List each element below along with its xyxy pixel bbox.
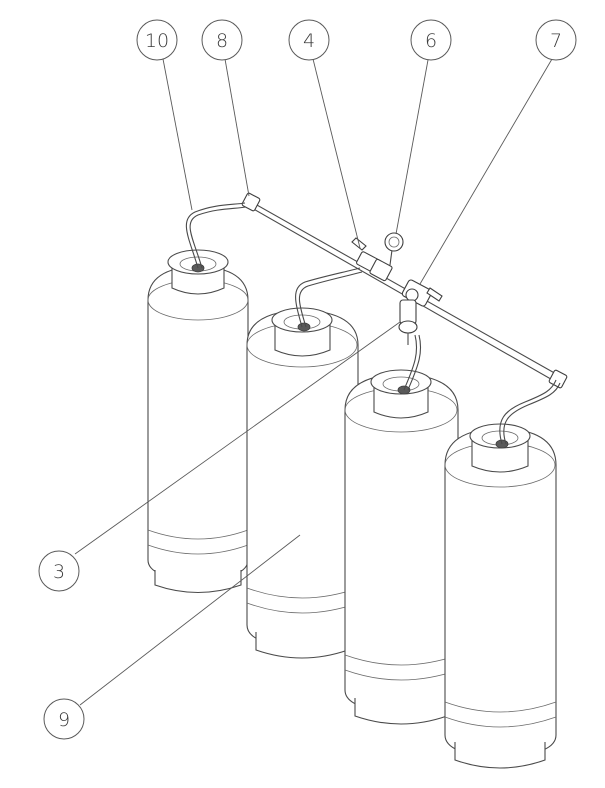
callout-3-label: 3 [53,561,65,583]
callout-8-label: 8 [216,30,228,52]
callout-4-circle [288,19,330,61]
leader-4 [312,58,361,249]
leader-7 [419,58,553,285]
callout-6-label: 6 [425,30,437,52]
callout-9-circle [43,698,85,740]
keg-1 [147,249,249,594]
leader-3 [74,321,401,555]
keg-4 [444,423,557,769]
gas-hose-2 [295,267,361,328]
gas-hose-4 [499,379,557,445]
callout-9: 9 [43,698,85,740]
leader-lines [74,58,553,706]
callout-10-circle [136,19,178,61]
callout-6-circle [410,19,452,61]
gas-hose-1 [185,202,246,269]
leader-9 [79,534,301,706]
callout-8: 8 [201,19,243,61]
callout-4: 4 [288,19,330,61]
leader-6 [395,59,429,235]
callout-3-circle [38,550,80,592]
callout-4-label: 4 [303,30,315,52]
callout-8-circle [201,19,243,61]
leader-8 [224,58,250,197]
callout-7-circle [535,19,577,61]
callout-7: 7 [535,19,577,61]
keg-2 [246,307,359,659]
callout-10-label: 10 [145,30,169,52]
callout-3: 3 [38,550,80,592]
callout-7-label: 7 [550,30,562,52]
callout-10: 10 [136,19,178,61]
regulator-assembly [351,232,443,345]
manifold-line [241,192,568,389]
callout-9-label: 9 [58,709,70,731]
gas-hose-3 [403,334,418,391]
leader-10 [162,58,193,211]
callout-6: 6 [410,19,452,61]
keg-3 [344,369,459,725]
